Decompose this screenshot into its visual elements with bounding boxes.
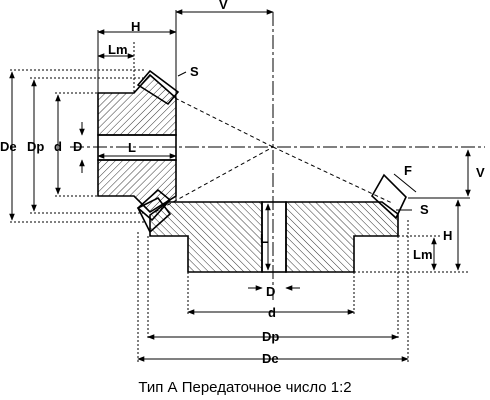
- gear-tooth-right: [370, 173, 407, 220]
- label-lm-right: Lm: [413, 247, 433, 262]
- pitch-cone-line-b: [154, 146, 274, 213]
- label-f-right: F: [404, 163, 412, 178]
- pinion-tooth-bottom: [136, 188, 172, 222]
- dimension-arrows: [9, 9, 471, 362]
- gear-left-body: [149, 201, 263, 273]
- large-gear: [136, 173, 407, 273]
- gear-right-body: [285, 201, 399, 273]
- label-l-left: L: [128, 140, 136, 155]
- dim-f-right: [393, 173, 417, 193]
- label-s-right: S: [420, 202, 429, 217]
- label-v-right: V: [476, 165, 485, 180]
- label-de-bottom: De: [262, 351, 279, 366]
- label-h-top: H: [131, 19, 140, 34]
- pinion-gear: [97, 69, 180, 222]
- caption: Тип А Передаточное число 1:2: [138, 379, 351, 396]
- label-l-center: L: [260, 231, 268, 246]
- gear-bore: [261, 201, 287, 273]
- pitch-cone-line-a: [174, 97, 274, 148]
- label-dp-bottom: Dp: [262, 329, 279, 344]
- label-lm-top: Lm: [108, 42, 128, 57]
- label-h-right: H: [443, 228, 452, 243]
- construction-lines: [10, 10, 485, 362]
- label-dp-left: Dp: [27, 139, 44, 154]
- pinion-tooth-top: [136, 69, 180, 106]
- pitch-cone-line-c: [272, 146, 393, 204]
- label-d-bottom: d: [268, 305, 276, 320]
- label-bore-left: D: [73, 139, 82, 154]
- gear-tooth-left: [136, 196, 172, 234]
- label-d-left: d: [54, 139, 62, 154]
- label-v-top: V: [219, 0, 228, 12]
- dim-s-top: [177, 71, 187, 77]
- labels: H Lm V S De Dp d D L F V S H Lm L D d Dp…: [0, 0, 485, 366]
- pinion-upper-body: [97, 73, 177, 136]
- label-de-left: De: [0, 139, 17, 154]
- label-d-bore-bottom: D: [266, 284, 275, 299]
- label-s-top: S: [190, 64, 199, 79]
